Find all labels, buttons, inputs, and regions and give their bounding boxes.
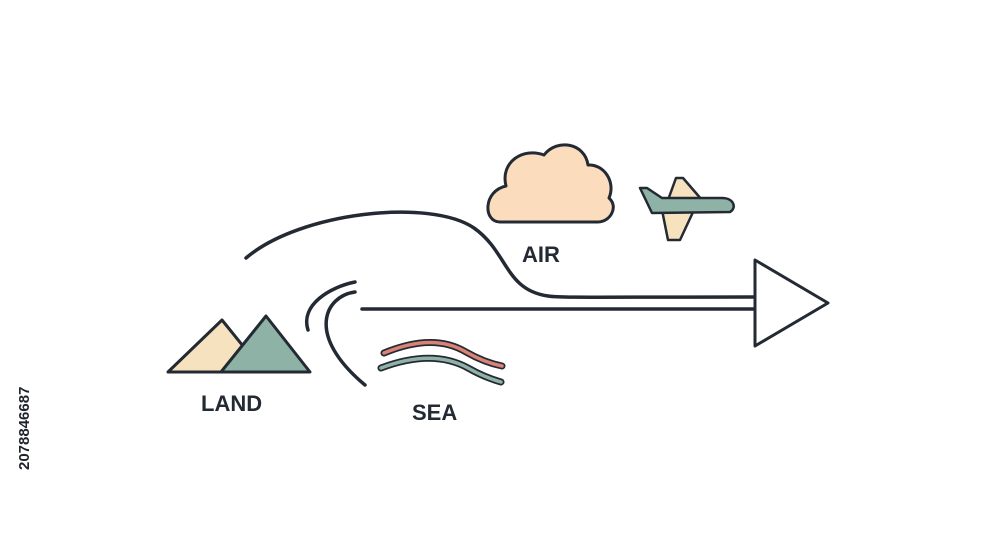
airplane-icon [638, 176, 735, 242]
label-sea: SEA [412, 400, 457, 425]
watermark-id: 2078846687 [16, 387, 33, 470]
mountains-icon [166, 314, 312, 374]
waves-icon [377, 338, 506, 386]
label-air: AIR [522, 242, 560, 267]
label-land: LAND [201, 391, 262, 416]
cloud-icon [486, 143, 615, 224]
flow-lines [244, 210, 757, 387]
arrow-head-icon [753, 258, 830, 348]
